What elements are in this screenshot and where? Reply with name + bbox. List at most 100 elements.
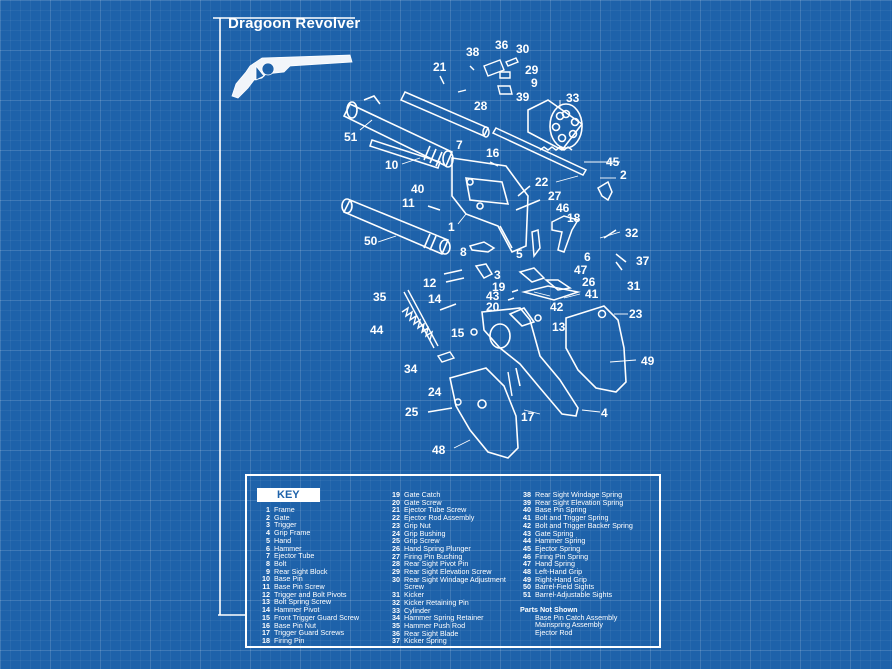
key-entry-number: 8 [266,558,270,568]
key-entry-label: Screw [404,582,424,592]
key-entry-number: 50 [523,582,531,592]
key-entry-number: 28 [392,559,400,569]
parts-not-shown-heading: Parts Not Shown [520,604,578,614]
key-entry: 13 Bolt Spring Screw [259,598,359,606]
callout-34: 34 [404,362,418,376]
callout-38: 38 [466,45,480,59]
callout-10: 10 [385,158,399,172]
key-entry-number: 42 [523,520,531,530]
key-entry: 28 Rear Sight Pivot Pin [389,560,506,568]
key-entry-label: Base Pin [274,574,303,584]
key-entry-label: Kicker [404,590,424,600]
callout-49: 49 [641,354,655,368]
key-entry-label: Grip Frame [274,528,311,538]
part-grip-screw [427,371,513,413]
callout-41: 41 [585,287,599,301]
key-entry-label: Ejector Spring [535,543,581,553]
key-entry-number: 22 [392,513,400,523]
key-entry-number: 16 [262,620,270,630]
key-entry-number: 35 [392,620,400,630]
key-entry-label: Gate Catch [404,490,441,499]
callout-35: 35 [373,290,387,304]
key-entry-label: Hammer Spring [535,536,586,546]
callout-47: 47 [574,263,588,277]
callout-6: 6 [584,250,591,264]
callout-20: 20 [486,300,500,314]
parts-not-shown-label: Base Pin Catch Assembly [535,612,618,622]
callout-44: 44 [370,323,384,337]
callout-24: 24 [428,385,442,399]
part-rear-sight-group [439,57,519,95]
key-entry-number: 15 [262,612,270,622]
key-entry-number: 13 [262,597,270,607]
callout-11: 11 [402,196,415,210]
part-left-grip [449,367,519,459]
key-entry-label: Hammer Push Rod [404,620,466,630]
key-entry-label: Rear Sight Elevation Spring [535,497,624,507]
callout-40: 40 [411,182,425,196]
key-entry-label: Bolt Spring Screw [274,597,332,607]
key-entry-label: Bolt and Trigger Backer Spring [535,520,633,530]
callout-32: 32 [625,226,639,240]
callout-27: 27 [548,189,562,203]
callout-22: 22 [535,175,549,189]
key-entry-number: 19 [392,490,400,499]
key-entry-number: 23 [392,520,400,530]
key-entry-label: Rear Sight Pivot Pin [404,559,469,569]
key-entry-label: Hand Spring [535,559,575,569]
key-entry-label: Right-Hand Grip [535,574,587,584]
key-entry-number: 27 [392,551,400,561]
parts-not-shown-label: Mainspring Assembly [535,620,603,630]
key-entry-number: 47 [523,559,531,569]
key-entry-number: 21 [392,505,400,515]
key-entry-number: 24 [392,528,400,538]
callout-39: 39 [516,90,530,104]
key-entry-label: Rear Sight Block [274,566,328,576]
callout-7: 7 [456,138,463,152]
key-entry-number: 51 [523,590,531,600]
callout-18: 18 [567,211,581,225]
callout-8: 8 [460,245,467,259]
key-entry-number: 18 [262,635,270,645]
key-entry-number: 40 [523,505,531,515]
key-entry-number: 3 [266,520,270,530]
callout-25: 25 [405,405,419,419]
parts-not-shown-item: Base Pin Catch Assembly [520,612,633,622]
key-entry-number: 7 [266,551,270,561]
callout-1: 1 [448,220,455,234]
key-entry-number: 46 [523,551,531,561]
key-entry-number: 38 [523,490,531,499]
key-entry: 4 Grip Frame [259,529,359,537]
key-entry-label: Bolt and Trigger Spring [535,513,609,523]
key-entry-number: 1 [266,505,270,514]
part-right-grip [565,305,627,393]
key-entry-label: Ejector Tube Screw [404,505,467,515]
part-frame [451,157,529,254]
key-entry-label: Left-Hand Grip [535,567,583,577]
key-entry-label: Ejector Rod Assembly [404,513,475,523]
callout-46: 46 [556,201,570,215]
key-entry-number: 32 [392,597,400,607]
key-entry-number: 33 [392,605,400,615]
callout-48: 48 [432,443,446,457]
callout-36: 36 [495,38,509,52]
key-entry-number: 34 [392,613,400,623]
key-entry-number: 4 [266,528,270,538]
part-grip-frame [481,307,579,417]
